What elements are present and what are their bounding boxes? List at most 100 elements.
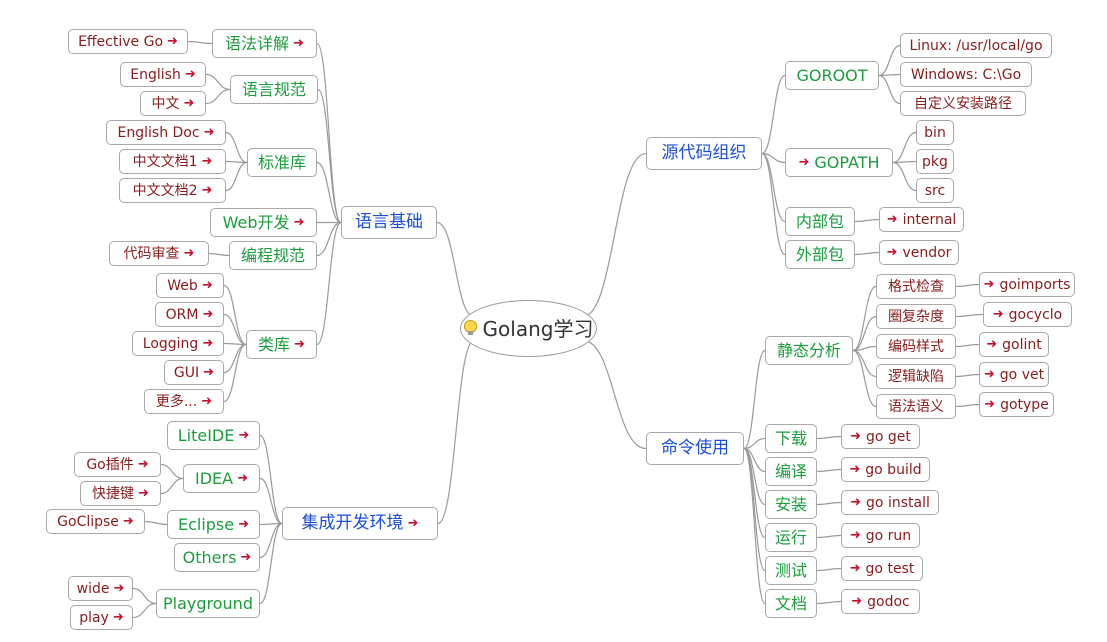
node-文档: 文档 <box>765 589 817 618</box>
node-代码审查[interactable]: 代码审查➜ <box>109 241 209 266</box>
node-english[interactable]: English➜ <box>120 62 206 87</box>
node-安装: 安装 <box>765 490 817 519</box>
link-arrow-icon[interactable]: ➜ <box>983 367 995 382</box>
link-arrow-icon[interactable]: ➜ <box>112 610 124 625</box>
node-语法详解[interactable]: 语法详解➜ <box>212 29 317 58</box>
node-orm[interactable]: ORM➜ <box>155 302 224 327</box>
link-arrow-icon[interactable]: ➜ <box>798 155 810 170</box>
link-arrow-icon[interactable]: ➜ <box>203 365 215 380</box>
link-arrow-icon[interactable]: ➜ <box>237 471 248 486</box>
node-label: Go插件 <box>86 456 134 473</box>
node-label: English Doc <box>117 124 200 141</box>
link-arrow-icon[interactable]: ➜ <box>137 457 149 472</box>
node-label: go install <box>866 494 930 511</box>
node-label: 中文 <box>151 95 180 112</box>
node-gui[interactable]: GUI➜ <box>164 360 224 385</box>
leaf-connector <box>816 501 842 506</box>
link-arrow-icon[interactable]: ➜ <box>201 183 213 198</box>
node-更多[interactable]: 更多...➜ <box>144 389 224 414</box>
link-arrow-icon[interactable]: ➜ <box>407 516 419 531</box>
link-arrow-icon[interactable]: ➜ <box>201 154 213 169</box>
link-arrow-icon[interactable]: ➜ <box>238 428 250 443</box>
leaf-connector <box>955 373 980 378</box>
link-arrow-icon[interactable]: ➜ <box>183 246 195 261</box>
node-eclipse[interactable]: Eclipse➜ <box>167 510 260 539</box>
node-english-doc[interactable]: English Doc➜ <box>106 120 226 145</box>
node-others[interactable]: Others➜ <box>174 543 260 572</box>
node-go-get[interactable]: ➜go get <box>841 424 920 449</box>
root-label: Golang学习 <box>482 316 594 341</box>
node-play[interactable]: play➜ <box>70 605 133 630</box>
node-中文文档1[interactable]: 中文文档1➜ <box>119 149 226 174</box>
node-中文[interactable]: 中文➜ <box>140 91 206 116</box>
node-label: gotype <box>1000 396 1049 413</box>
node-pkg: pkg <box>916 149 954 174</box>
node-goimports[interactable]: ➜goimports <box>979 272 1075 297</box>
link-arrow-icon[interactable]: ➜ <box>849 561 861 576</box>
link-arrow-icon[interactable]: ➜ <box>183 96 195 111</box>
link-arrow-icon[interactable]: ➜ <box>850 495 862 510</box>
node-gocyclo[interactable]: ➜gocyclo <box>983 302 1072 327</box>
link-arrow-icon[interactable]: ➜ <box>122 514 134 529</box>
node-godoc[interactable]: ➜godoc <box>841 589 920 614</box>
link-arrow-icon[interactable]: ➜ <box>986 337 998 352</box>
link-arrow-icon[interactable]: ➜ <box>984 397 996 412</box>
node-运行: 运行 <box>765 523 817 552</box>
node-go-test[interactable]: ➜go test <box>841 556 923 581</box>
link-arrow-icon[interactable]: ➜ <box>203 125 215 140</box>
link-arrow-icon[interactable]: ➜ <box>238 517 250 532</box>
link-arrow-icon[interactable]: ➜ <box>850 429 861 444</box>
node-gotype[interactable]: ➜ gotype <box>979 392 1054 417</box>
node-下载: 下载 <box>765 424 817 453</box>
node-go-vet[interactable]: ➜go vet <box>979 362 1049 387</box>
node-idea[interactable]: IDEA➜ <box>183 464 260 493</box>
node-go-run[interactable]: ➜go run <box>841 523 920 548</box>
branch-connector <box>436 221 475 318</box>
link-arrow-icon[interactable]: ➜ <box>113 581 125 596</box>
node-go插件[interactable]: Go插件➜ <box>74 452 161 477</box>
leaf-connector <box>854 218 880 223</box>
node-快捷键[interactable]: 快捷键➜ <box>80 481 161 506</box>
node-web开发[interactable]: Web开发➜ <box>210 208 317 237</box>
node-liteide[interactable]: LiteIDE➜ <box>167 421 260 450</box>
link-arrow-icon[interactable]: ➜ <box>294 337 305 352</box>
leaf-connector <box>132 587 157 605</box>
node-goclipse[interactable]: GoClipse➜ <box>46 509 145 534</box>
node-gopath[interactable]: ➜GOPATH <box>785 148 893 177</box>
leaf-connector <box>955 343 980 348</box>
link-arrow-icon[interactable]: ➜ <box>849 528 861 543</box>
link-arrow-icon[interactable]: ➜ <box>983 277 995 292</box>
node-golint[interactable]: ➜golint <box>979 332 1049 357</box>
node-label: 编译 <box>774 461 807 481</box>
node-go-build[interactable]: ➜go build <box>841 457 930 482</box>
node-web[interactable]: Web➜ <box>156 273 224 298</box>
node-effective-go[interactable]: Effective Go➜ <box>68 29 188 54</box>
node-label: 运行 <box>774 527 807 547</box>
node-internal[interactable]: ➜internal <box>879 207 964 232</box>
node-logging[interactable]: Logging➜ <box>132 331 224 356</box>
branch-集成开发环境[interactable]: 集成开发环境➜ <box>282 507 438 540</box>
link-arrow-icon[interactable]: ➜ <box>138 486 149 501</box>
link-arrow-icon[interactable]: ➜ <box>201 394 213 409</box>
link-arrow-icon[interactable]: ➜ <box>886 212 898 227</box>
link-arrow-icon[interactable]: ➜ <box>167 34 178 49</box>
link-arrow-icon[interactable]: ➜ <box>851 594 863 609</box>
node-vendor[interactable]: ➜vendor <box>879 240 959 265</box>
link-arrow-icon[interactable]: ➜ <box>293 215 305 230</box>
branch-connector <box>582 339 647 450</box>
node-wide[interactable]: wide➜ <box>68 576 133 601</box>
link-arrow-icon[interactable]: ➜ <box>202 307 214 322</box>
link-arrow-icon[interactable]: ➜ <box>293 36 304 51</box>
node-类库[interactable]: 类库➜ <box>246 330 317 359</box>
link-arrow-icon[interactable]: ➜ <box>184 67 196 82</box>
node-中文文档2[interactable]: 中文文档2➜ <box>119 178 226 203</box>
link-arrow-icon[interactable]: ➜ <box>201 278 213 293</box>
link-arrow-icon[interactable]: ➜ <box>240 550 252 565</box>
node-label: 下载 <box>774 428 807 448</box>
node-label: 代码审查 <box>123 245 180 262</box>
node-go-install[interactable]: ➜ go install <box>841 490 939 515</box>
link-arrow-icon[interactable]: ➜ <box>992 307 1004 322</box>
link-arrow-icon[interactable]: ➜ <box>886 245 898 260</box>
link-arrow-icon[interactable]: ➜ <box>849 462 861 477</box>
link-arrow-icon[interactable]: ➜ <box>202 336 214 351</box>
